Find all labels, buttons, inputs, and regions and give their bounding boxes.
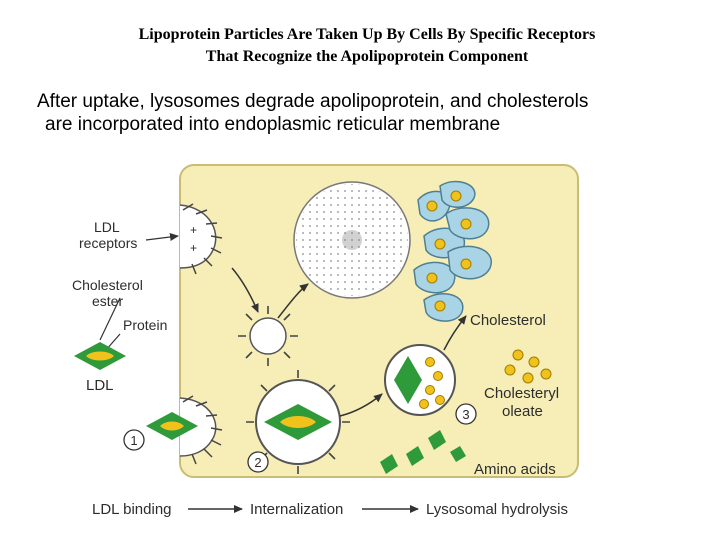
- label-cholesteryl-oleate-2: oleate: [502, 403, 543, 420]
- cholesteryl-oleate-droplets: [504, 349, 552, 384]
- arrow-endosome-to-lysosome: [339, 393, 383, 417]
- arrow-pit-to-vesicle: [231, 267, 259, 313]
- arrow-vesicle-to-nucleus: [277, 283, 309, 319]
- ldl-particle-free: [74, 342, 126, 370]
- step-1-marker: 1: [123, 429, 145, 451]
- step-label-internalization: Internalization: [250, 501, 343, 518]
- label-ldl-receptors-1: LDL: [94, 219, 120, 235]
- coated-pit-lower: [146, 395, 223, 465]
- slide-title: Lipoprotein Particles Are Taken Up By Ce…: [0, 24, 720, 68]
- label-protein: Protein: [123, 317, 167, 333]
- step-1-number: 1: [130, 433, 137, 448]
- label-amino-acids: Amino acids: [474, 461, 556, 478]
- label-cholesterol-ester-1: Cholesterol: [72, 277, 143, 293]
- arrow-lysosome-to-er: [443, 315, 467, 351]
- amino-acid-fragments: [380, 430, 466, 474]
- label-cholesterol: Cholesterol: [470, 312, 546, 329]
- label-ldl-receptors-2: receptors: [79, 235, 137, 251]
- step-3-marker: 3: [455, 403, 477, 425]
- step-2-marker: 2: [247, 451, 269, 473]
- label-ldl: LDL: [86, 377, 114, 394]
- title-line-1: Lipoprotein Particles Are Taken Up By Ce…: [138, 26, 596, 43]
- endosome: [246, 370, 350, 474]
- description-line-2: are incorporated into endoplasmic reticu…: [45, 114, 501, 135]
- receptor-plus: +: [190, 223, 197, 237]
- step-label-ldl-binding: LDL binding: [92, 501, 172, 518]
- endoplasmic-reticulum: [413, 180, 492, 322]
- receptor-plus: +: [190, 241, 197, 255]
- description-text: After uptake, lysosomes degrade apolipop…: [37, 90, 588, 136]
- lysosome: [384, 344, 456, 416]
- ldl-protein-core: [394, 356, 422, 404]
- label-cholesterol-ester-2: ester: [92, 293, 123, 309]
- nucleus: [293, 181, 411, 299]
- title-line-2: That Recognize the Apolipoprotein Compon…: [205, 48, 529, 65]
- description-line-1: After uptake, lysosomes degrade apolipop…: [37, 91, 589, 112]
- coated-vesicle: [238, 306, 298, 366]
- step-3-number: 3: [462, 407, 469, 422]
- step-2-number: 2: [254, 455, 261, 470]
- step-label-lysosomal-hydrolysis: Lysosomal hydrolysis: [426, 501, 568, 518]
- coated-pit-upper: + +: [179, 203, 223, 275]
- label-cholesteryl-oleate-1: Cholesteryl: [484, 385, 559, 402]
